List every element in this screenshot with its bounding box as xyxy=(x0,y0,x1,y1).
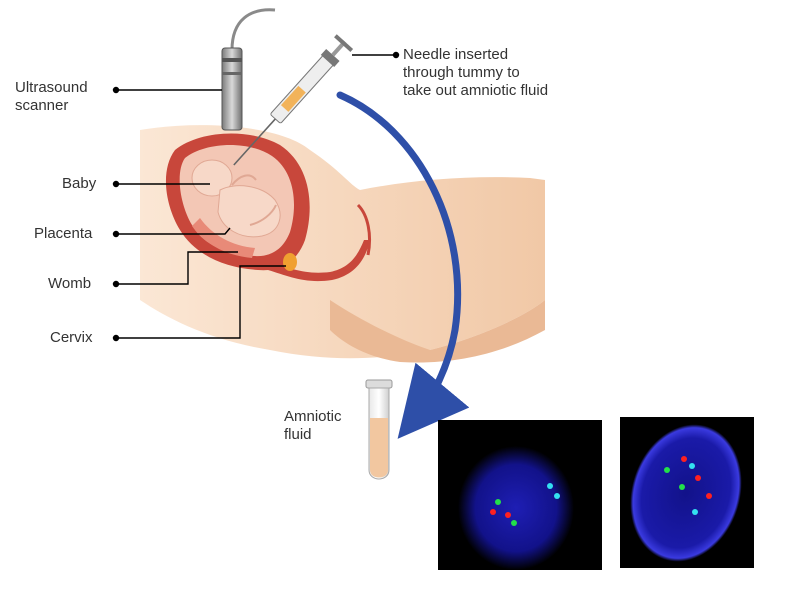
cell-nucleus xyxy=(458,446,574,570)
probe-dot xyxy=(505,512,511,518)
amniotic-fluid-sample xyxy=(370,418,388,478)
flow-arrow xyxy=(336,91,470,439)
cervix-canal xyxy=(268,240,370,282)
label-cervix: Cervix xyxy=(50,329,93,346)
label-baby: Baby xyxy=(62,175,97,192)
probe-dot xyxy=(692,509,698,515)
probe-dot xyxy=(706,493,712,499)
probe-dot xyxy=(681,456,687,462)
test-tube-icon xyxy=(365,379,393,480)
label-ultrasound-scanner: Ultrasound scanner xyxy=(15,79,88,114)
probe-dot xyxy=(689,463,695,469)
label-needle: Needle inserted through tummy to take ou… xyxy=(403,46,549,99)
probe-dot xyxy=(495,499,501,505)
syringe-icon xyxy=(233,34,354,166)
probe-dot xyxy=(695,475,701,481)
probe-dot xyxy=(554,493,560,499)
fish-image-left xyxy=(438,420,602,570)
probe-dot xyxy=(490,509,496,515)
cell-nucleus xyxy=(630,424,742,562)
placenta-shape xyxy=(192,218,255,258)
probe-dot xyxy=(664,467,670,473)
spine-curve xyxy=(356,203,372,256)
label-amniotic-fluid: Amniotic fluid xyxy=(284,408,342,443)
fish-image-right xyxy=(620,417,754,568)
probe-dot xyxy=(547,483,553,489)
cervix-plug xyxy=(283,253,297,271)
label-placenta: Placenta xyxy=(34,225,93,242)
label-womb: Womb xyxy=(48,275,92,292)
probe-dot xyxy=(511,520,517,526)
baby-figure xyxy=(191,159,281,238)
probe-dot xyxy=(679,484,685,490)
lower-body xyxy=(330,300,545,363)
leader-lines xyxy=(112,51,400,342)
ultrasound-probe-icon xyxy=(221,8,276,131)
